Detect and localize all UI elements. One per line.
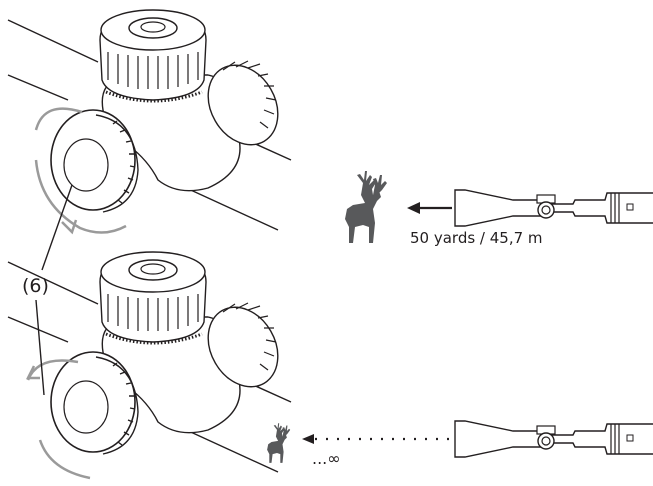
callout-leader-top — [41, 184, 73, 271]
near-distance-label: 50 yards / 45,7 m — [410, 229, 543, 247]
top-parallax-knob-icon — [6, 8, 294, 232]
near-pointer-arrow-icon — [407, 202, 452, 214]
top-rotation-arrow-icon — [34, 107, 127, 234]
bottom-riflescope-icon — [454, 420, 653, 458]
top-riflescope-icon — [454, 189, 653, 227]
far-distance-label: ...∞ — [312, 449, 341, 468]
near-deer-icon — [345, 171, 387, 243]
far-pointer-arrow-icon — [302, 434, 455, 444]
callout-leader-bottom — [35, 299, 45, 396]
callout-label: (6) — [22, 275, 49, 297]
far-deer-icon — [267, 423, 291, 463]
